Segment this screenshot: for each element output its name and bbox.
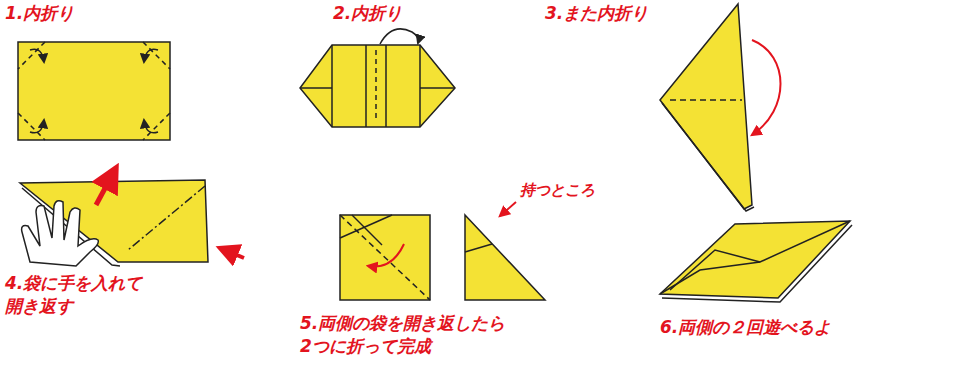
step1-paper-part bbox=[30, 120, 44, 133]
step1-paper-part bbox=[18, 42, 170, 140]
step3-paper-part bbox=[752, 40, 781, 135]
step5-paper-part bbox=[465, 215, 545, 300]
step2-paper-part bbox=[300, 87, 332, 89]
step-label: 5.両側の袋を開き返したら 2つに折って完成 bbox=[300, 312, 511, 358]
step3-paper-part bbox=[662, 103, 754, 211]
callout-label: 持つところ bbox=[520, 180, 595, 200]
step5-paper-part bbox=[368, 244, 404, 267]
step4-paper bbox=[20, 168, 244, 266]
step2-paper-part bbox=[385, 45, 387, 127]
step1-paper bbox=[18, 42, 170, 140]
step-label: 2.内折り bbox=[333, 2, 402, 25]
step5-paper-part bbox=[340, 215, 430, 300]
step3-paper bbox=[660, 4, 781, 211]
step5-paper-part bbox=[500, 202, 516, 216]
step6-paper bbox=[660, 221, 852, 302]
step-label: 4.袋に手を入れて 開き返す bbox=[5, 272, 148, 318]
step4-paper-part bbox=[22, 201, 99, 266]
step4-paper-part bbox=[220, 248, 244, 258]
step2-paper bbox=[300, 29, 455, 127]
step2-paper-part bbox=[419, 45, 421, 127]
step-label: 3.また内折り bbox=[545, 2, 648, 25]
step2-paper-part bbox=[331, 45, 333, 127]
step1-paper-part-part bbox=[18, 113, 45, 140]
step4-paper-part bbox=[96, 168, 116, 205]
step5-paper-part bbox=[465, 244, 492, 252]
step5-paper-part bbox=[340, 215, 430, 300]
step-label: 6.両側の２回遊べるよ bbox=[660, 316, 831, 339]
step1-paper-part bbox=[30, 49, 44, 62]
step1-paper-part-part bbox=[143, 113, 170, 140]
step4-paper-part bbox=[128, 186, 205, 250]
step6-paper-part bbox=[670, 250, 760, 290]
step1-paper-part bbox=[18, 42, 170, 140]
step2-paper-part bbox=[365, 45, 367, 127]
step3-paper-part bbox=[660, 4, 752, 209]
step2-paper-part bbox=[300, 45, 455, 127]
step1-paper-part-part bbox=[143, 42, 170, 69]
step2-paper-part bbox=[375, 50, 377, 122]
step6-paper-part bbox=[662, 225, 852, 302]
step1-paper-part bbox=[144, 120, 158, 133]
step4-paper-part bbox=[22, 188, 120, 266]
step5-paper-part bbox=[340, 215, 392, 238]
step2-paper-part bbox=[420, 87, 455, 89]
step3-paper-part bbox=[670, 99, 742, 101]
step5-paper bbox=[340, 202, 545, 300]
step1-paper-part-part bbox=[18, 42, 45, 69]
step-label: 1.内折り bbox=[5, 2, 74, 25]
step1-paper-part bbox=[144, 49, 158, 62]
step2-paper-part bbox=[380, 29, 418, 44]
step6-paper-part bbox=[660, 221, 850, 298]
